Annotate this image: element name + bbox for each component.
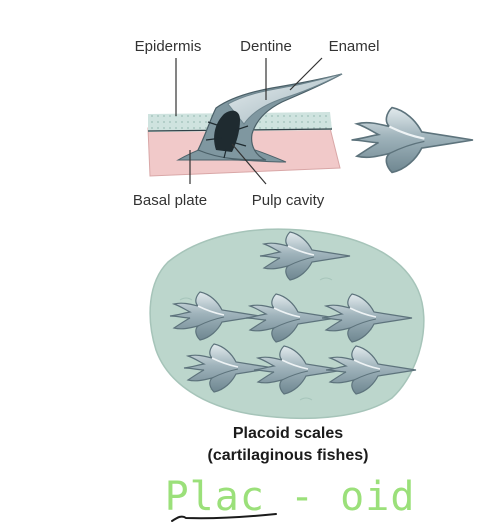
pulp-cavity-shape xyxy=(214,110,240,152)
leader-lines xyxy=(175,57,323,185)
handwritten-underline xyxy=(171,513,277,522)
enamel-label: Enamel xyxy=(329,38,380,55)
basal-plate-label: Basal plate xyxy=(133,192,207,209)
single-scale-illustration xyxy=(350,106,475,174)
epidermis-label: Epidermis xyxy=(135,38,202,55)
caption-subtitle: (cartilaginous fishes) xyxy=(208,447,369,464)
cross-section-diagram: Epidermis Dentine Enamel Basal plate Pul… xyxy=(133,38,380,209)
caption-title: Placoid scales xyxy=(233,425,343,442)
handwritten-note: Plac - oid xyxy=(165,474,416,520)
scale-cluster-illustration xyxy=(149,228,425,420)
enamel-shape xyxy=(227,73,343,125)
pulp-cavity-label: Pulp cavity xyxy=(252,192,325,209)
dentine-label: Dentine xyxy=(240,38,292,55)
